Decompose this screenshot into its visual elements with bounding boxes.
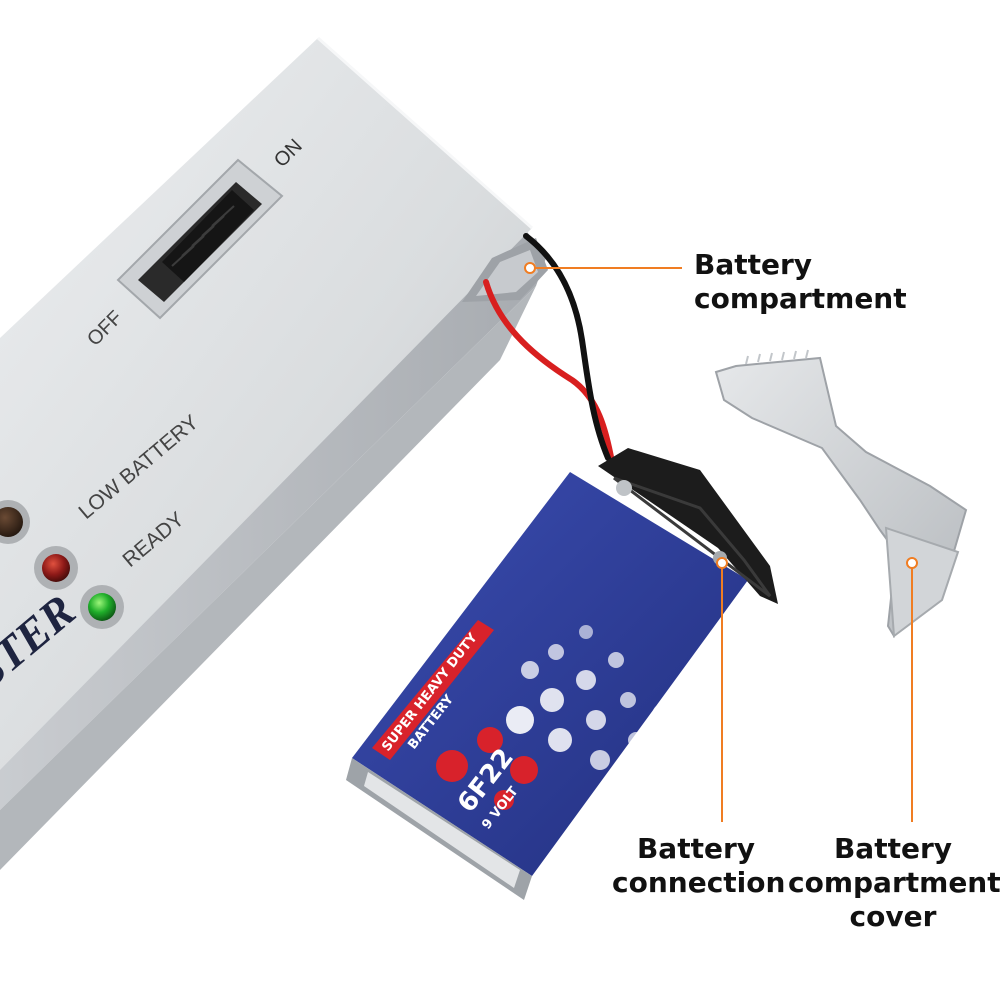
battery-dot-pattern [506, 625, 667, 788]
ready-led [80, 585, 124, 629]
callout-battery-connection: Battery connection [612, 832, 786, 900]
callout-battery-compartment: Battery compartment [694, 248, 907, 316]
compartment-cover [714, 349, 968, 639]
leader-dot-compartment [524, 262, 536, 274]
leader-dot-cover [906, 557, 918, 569]
battery-wires [483, 233, 615, 465]
power-switch[interactable] [116, 158, 284, 320]
leader-lines [524, 262, 918, 822]
power-led [0, 500, 30, 544]
low-battery-led [34, 546, 78, 590]
callout-line: Battery [636, 832, 756, 865]
battery-snap-connector [598, 448, 778, 604]
battery-banner [372, 620, 494, 760]
battery-9v: SUPER HEAVY DUTY BATTERY 6F22 9 VOLT [346, 448, 778, 900]
callout-battery-compartment-cover: Battery compartment cover [788, 832, 1000, 934]
callout-line: Battery [833, 832, 953, 865]
callout-line: connection [612, 866, 786, 899]
callout-line: compartment [788, 866, 1000, 899]
callout-line: Battery [694, 248, 813, 281]
callout-line: cover [849, 900, 937, 933]
tester-device: ON OFF LOW BATTERY READY STER [0, 36, 548, 870]
callout-line: compartment [694, 282, 907, 315]
leader-dot-connection [716, 557, 728, 569]
